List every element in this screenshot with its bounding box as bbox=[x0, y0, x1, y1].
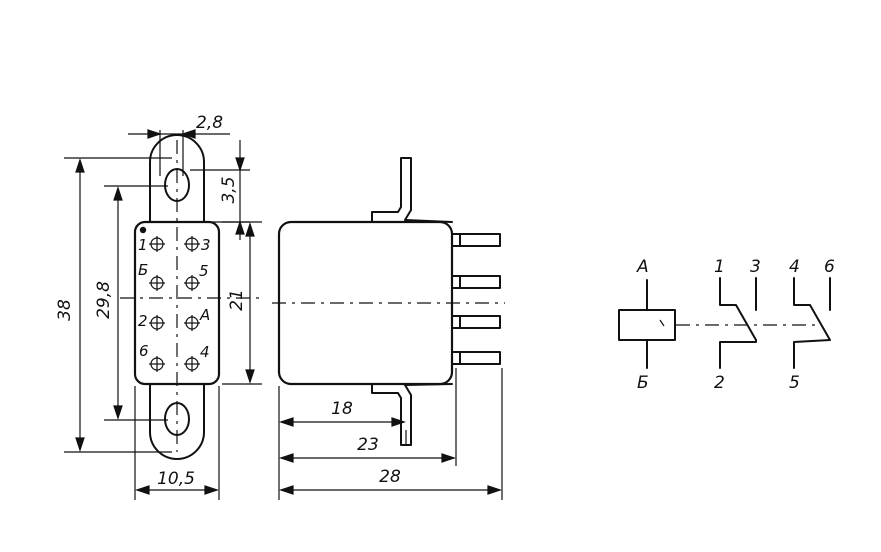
side-view bbox=[272, 157, 505, 446]
pin-label-a: А bbox=[199, 306, 210, 324]
dim-2-8: 2,8 bbox=[196, 113, 223, 133]
dim-28: 28 bbox=[379, 467, 401, 487]
side-dimensions bbox=[278, 368, 503, 500]
dim-21: 21 bbox=[227, 289, 247, 311]
lower-bracket bbox=[371, 383, 453, 446]
coil-slash bbox=[659, 319, 665, 327]
front-view: 1 3 Б 5 2 А 6 4 bbox=[120, 134, 262, 460]
dim-38: 38 bbox=[55, 299, 75, 321]
contact-label-3: 3 bbox=[750, 257, 761, 277]
pin-label-5: 5 bbox=[199, 262, 209, 280]
dim-10-5: 10,5 bbox=[157, 469, 195, 489]
coil-symbol bbox=[618, 309, 676, 341]
pin-label-1: 1 bbox=[138, 236, 148, 254]
dim-3-5: 3,5 bbox=[219, 176, 239, 203]
pin-label-3: 3 bbox=[201, 236, 211, 254]
contact-label-5: 5 bbox=[789, 373, 800, 393]
pin-label-4: 4 bbox=[200, 343, 210, 361]
terminal-pins bbox=[451, 233, 501, 365]
dim-29-8: 29,8 bbox=[94, 281, 114, 319]
key-dot bbox=[139, 226, 147, 234]
contact-label-4: 4 bbox=[789, 257, 800, 277]
contact-label-6: 6 bbox=[824, 257, 835, 277]
coil-label-b: Б bbox=[637, 373, 649, 393]
pin-label-6: 6 bbox=[139, 342, 149, 360]
mounting-flange-outline bbox=[149, 134, 205, 223]
pin-label-b: Б bbox=[138, 261, 148, 279]
mounting-flange-bottom-outline bbox=[149, 383, 205, 460]
contact-label-2: 2 bbox=[714, 373, 725, 393]
contact-group-1 bbox=[719, 277, 757, 369]
pin-label-2: 2 bbox=[138, 312, 148, 330]
front-dimensions bbox=[64, 129, 262, 500]
contact-group-2 bbox=[793, 277, 831, 369]
pin-terminals bbox=[149, 236, 200, 372]
schematic: А Б 1 3 2 4 6 5 bbox=[618, 257, 835, 393]
dim-18: 18 bbox=[331, 399, 353, 419]
coil-label-a: А bbox=[636, 257, 649, 277]
upper-bracket bbox=[371, 157, 453, 223]
dim-23: 23 bbox=[357, 435, 379, 455]
contact-label-1: 1 bbox=[714, 257, 725, 277]
